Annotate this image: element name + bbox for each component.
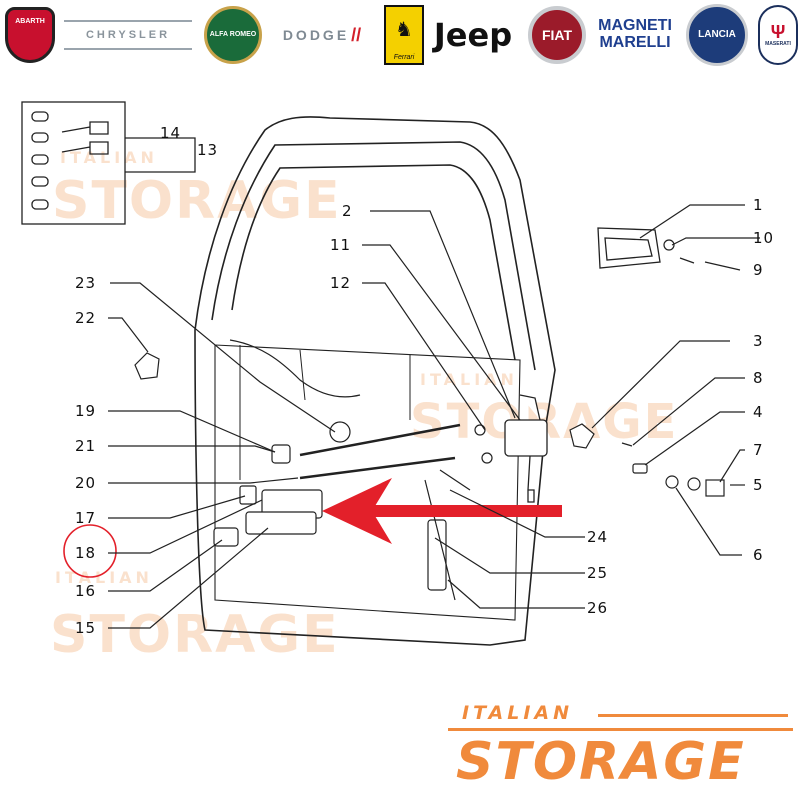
alfa-romeo-label: ALFA ROMEO	[209, 31, 257, 39]
callout-23: 23	[75, 274, 96, 292]
abarth-label: ABARTH	[15, 18, 45, 25]
fiat-logo: FIAT	[526, 4, 588, 66]
callout-3: 3	[753, 332, 764, 350]
window-mechanism	[229, 339, 471, 601]
maserati-logo: Ψ MASERATI	[756, 4, 800, 66]
callout-2: 2	[342, 202, 353, 220]
watermark-bottom-line1: ITALIAN	[55, 568, 153, 587]
door-frame	[194, 116, 556, 646]
callout-26: 26	[587, 599, 608, 617]
watermark-top-line1: ITALIAN	[60, 148, 158, 167]
callout-15: 15	[75, 619, 96, 637]
callout-25: 25	[587, 564, 608, 582]
lancia-logo: LANCIA	[684, 4, 750, 66]
chrysler-logo: CHRYSLER	[62, 4, 194, 66]
callout-19: 19	[75, 402, 96, 420]
leader-lines	[108, 204, 760, 629]
callout-11: 11	[330, 236, 351, 254]
fiat-label: FIAT	[541, 26, 573, 43]
footer-logo-line1: ITALIAN	[462, 702, 574, 724]
watermark-mid-line1: ITALIAN	[420, 370, 518, 389]
trident-icon: Ψ	[770, 21, 786, 42]
callout-1: 1	[753, 196, 764, 214]
callout-21: 21	[75, 437, 96, 455]
callout-10: 10	[753, 229, 774, 247]
door-lock-assembly	[504, 394, 548, 503]
lancia-label: LANCIA	[698, 28, 736, 40]
callout-4: 4	[753, 403, 764, 421]
abarth-badge: ABARTH	[5, 7, 55, 63]
callout-5: 5	[753, 476, 764, 494]
key-icons	[61, 121, 109, 155]
dodge-label: DODGE	[282, 27, 350, 43]
footer-logo-line2: STORAGE	[456, 732, 746, 792]
watermark-top: ITALIAN STORAGE	[52, 148, 342, 231]
callout-6: 6	[753, 546, 764, 564]
jeep-logo: Jeep	[430, 4, 516, 66]
magneti-marelli-label: MAGNETI MARELLI	[598, 17, 672, 51]
door-lock-exploded-diagram: ITALIAN STORAGE ITALIAN STORAGE ITALIAN …	[21, 101, 774, 665]
lock-barrel-icons	[31, 111, 49, 210]
footer-logo-rule-bottom	[448, 728, 793, 731]
callout-17: 17	[75, 509, 96, 527]
jeep-label: Jeep	[433, 16, 513, 54]
callout-labels: 1 2 3 4 5 6 7 8 9 10 11 12 13 14 15 16 1…	[75, 124, 774, 637]
callout-7: 7	[753, 441, 764, 459]
small-hardware-parts	[134, 239, 725, 547]
kit-inset-box	[21, 101, 196, 225]
magneti-marelli-logo: MAGNETI MARELLI	[590, 4, 680, 66]
alfa-romeo-logo: ALFA ROMEO	[202, 4, 264, 66]
dodge-stripes-icon: //	[351, 24, 362, 45]
callout-22: 22	[75, 309, 96, 327]
italian-storage-footer-logo: ITALIAN STORAGE	[448, 700, 793, 800]
callout-8: 8	[753, 369, 764, 387]
callout-16: 16	[75, 582, 96, 600]
callout-12: 12	[330, 274, 351, 292]
red-pointer-arrow	[322, 478, 562, 544]
prancing-horse-icon: ♞	[395, 19, 413, 41]
brand-logo-bar: ABARTH CHRYSLER ALFA ROMEO DODGE // ♞ Fe…	[0, 0, 800, 70]
callout-9: 9	[753, 261, 764, 279]
abarth-logo: ABARTH	[2, 4, 58, 66]
callout-20: 20	[75, 474, 96, 492]
callout-18: 18	[75, 544, 96, 562]
callout-14: 14	[160, 124, 181, 142]
maserati-label: MASERATI	[765, 40, 791, 47]
outer-handle-part	[597, 227, 661, 269]
chrysler-label: CHRYSLER	[85, 29, 171, 41]
ferrari-label: Ferrari	[393, 54, 415, 61]
ferrari-logo: ♞ Ferrari	[382, 4, 426, 66]
watermark-top-line2: STORAGE	[52, 171, 342, 231]
callout-24: 24	[587, 528, 608, 546]
dodge-logo: DODGE //	[268, 4, 376, 66]
callout-13: 13	[197, 141, 218, 159]
footer-logo-rule-top	[598, 714, 788, 717]
highlight-ring-18	[63, 524, 117, 578]
